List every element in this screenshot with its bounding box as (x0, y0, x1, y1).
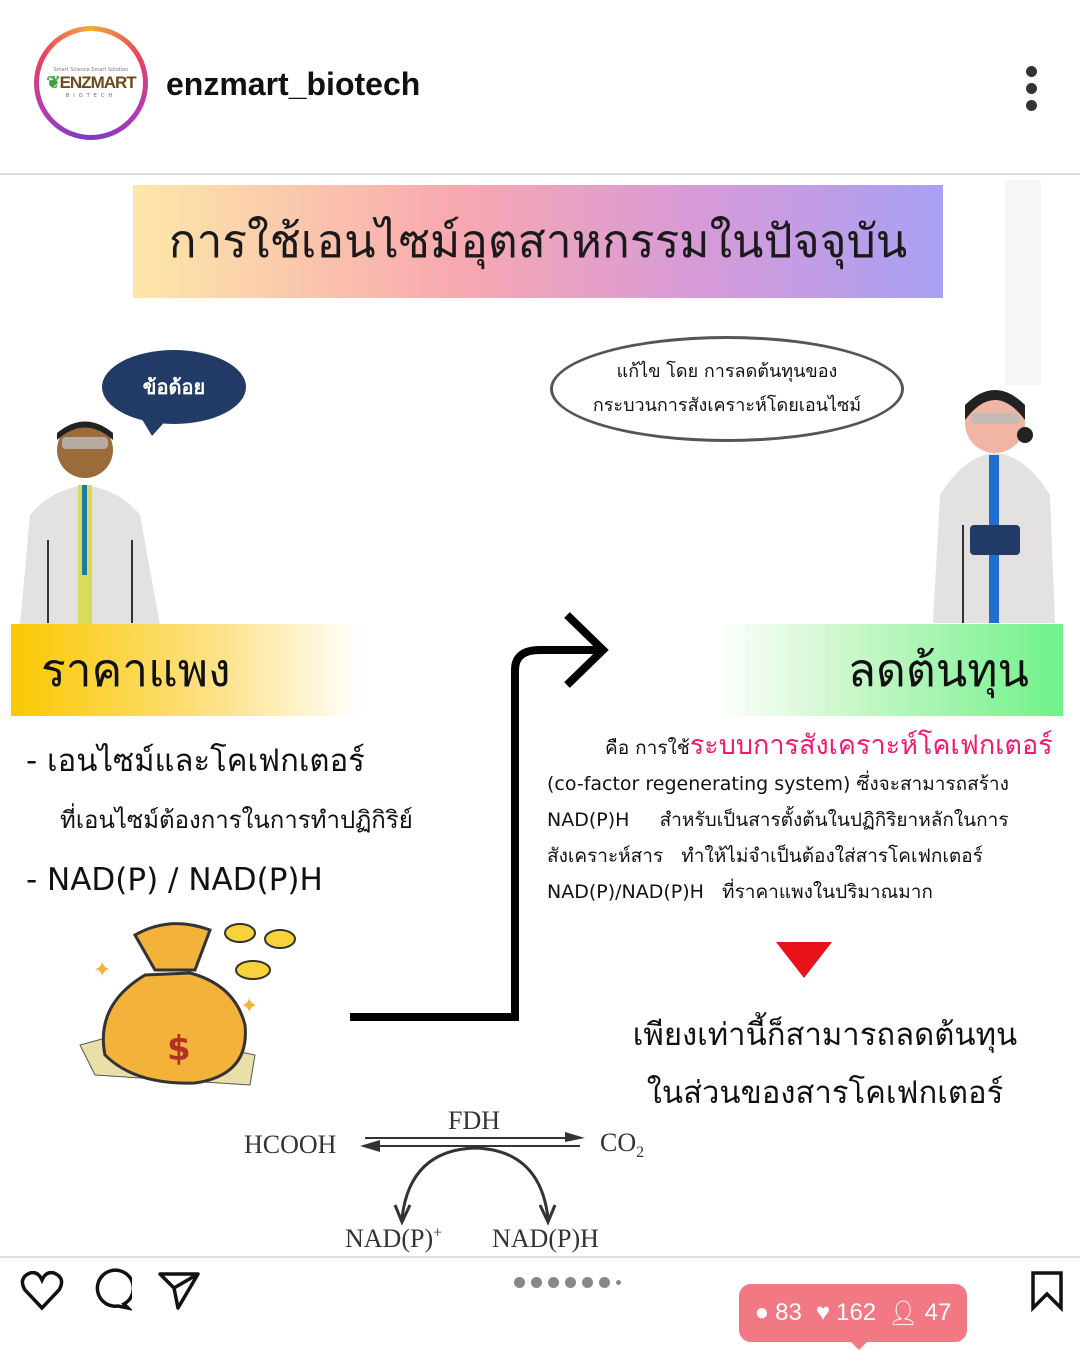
carousel-indicator (514, 1277, 621, 1288)
band-title: ลดต้นทุน (847, 642, 1029, 697)
money-bag-illustration: $ ✦ ✦ (79, 922, 296, 1086)
divider (0, 1256, 1080, 1258)
like-count: 162 (836, 1299, 877, 1326)
comment-count-icon: ● (754, 1299, 770, 1326)
conclusion-line: ในส่วนของสารโคเฟกเตอร์ (646, 1075, 1004, 1111)
like-count-icon: ♥ (815, 1299, 831, 1326)
bubble-line: กระบวนการสังเคราะห์โดยเอนไซม์ (592, 395, 862, 416)
cofactor-out-label: NAD(P)H (492, 1224, 599, 1253)
logo-text: ❦ENZMART (46, 73, 136, 92)
like-heart-icon[interactable] (20, 1268, 64, 1312)
flow-arrow (350, 612, 609, 1021)
logo-tagline: Smart Science Smart Solution (53, 67, 129, 73)
description-line: NAD(P)H สำหรับเป็นสารตั้งต้นในปฏิกิริยาห… (547, 809, 1009, 831)
svg-text:✦: ✦ (93, 958, 111, 983)
bookmark-icon[interactable] (1030, 1270, 1064, 1312)
reaction-arrows (360, 1132, 585, 1226)
post-title: การใช้เอนไซม์อุตสาหกรรมในปัจจุบัน (168, 214, 908, 268)
logo: Smart Science Smart Solution ❦ENZMART BI… (39, 31, 143, 135)
carousel-dot[interactable] (582, 1277, 593, 1288)
description-line: (co-factor regenerating system) ซึ่งจะสา… (547, 773, 1009, 795)
post-header: Smart Science Smart Solution ❦ENZMART BI… (0, 0, 1080, 175)
title-banner: การใช้เอนไซม์อุตสาหกรรมในปัจจุบัน (133, 185, 943, 298)
follower-count: 47 (924, 1299, 952, 1326)
conclusion-text: เพียงเท่านี้ก็สามารถลดต้นทุน ในส่วนของสา… (585, 1006, 1065, 1122)
male-scientist-illustration (20, 421, 160, 625)
bullet-sub-text: ที่เอนไซม์ต้องการในการทำปฏิกิริย์ (60, 806, 413, 834)
conclusion-line: เพียงเท่านี้ก็สามารถลดต้นทุน (632, 1017, 1018, 1053)
bullet-nadph: - NAD(P) / NAD(P)H (26, 862, 323, 898)
solution-description: คือ การใช้ระบบการสังเคราะห์โคเฟกเตอร์ (c… (547, 728, 1077, 910)
description-line: สังเคราะห์สาร ทำให้ไม่จำเป็นต้องใส่สารโค… (547, 845, 983, 867)
description-line: NAD(P)/NAD(P)H ที่ราคาแพงในปริมาณมาก (547, 881, 933, 903)
more-options-icon[interactable] (1026, 66, 1042, 117)
username[interactable]: enzmart_biotech (166, 66, 421, 102)
cost-reduction-band: ลดต้นทุน (715, 624, 1063, 716)
svg-text:✦: ✦ (240, 994, 258, 1019)
enzyme-label: FDH (448, 1106, 501, 1135)
speech-bubble-right: แก้ไข โดย การลดต้นทุนของ กระบวนการสังเคร… (550, 336, 904, 442)
share-send-icon[interactable] (156, 1268, 202, 1312)
comment-count: 83 (775, 1299, 802, 1326)
reaction-diagram: HCOOH FDH CO2 NAD(P)+ NAD(P)H (230, 1100, 670, 1260)
product-label: CO2 (600, 1128, 645, 1162)
speech-bubble-left: ข้อด้อย (102, 350, 246, 436)
band-title: ราคาแพง (41, 642, 231, 697)
carousel-dot[interactable] (514, 1277, 525, 1288)
down-arrow-icon (776, 942, 832, 978)
follower-count-icon: 👤︎ (888, 1299, 919, 1327)
avatar[interactable]: Smart Science Smart Solution ❦ENZMART BI… (34, 26, 148, 140)
substrate-label: HCOOH (244, 1130, 337, 1159)
description-prefix: คือ การใช้ (605, 737, 690, 759)
highlighted-term: ระบบการสังเคราะห์โคเฟกเตอร์ (689, 730, 1053, 761)
bullet-enzyme-cofactor: - เอนไซม์และโคเฟกเตอร์ (26, 743, 365, 779)
expensive-label-band: ราคาแพง (11, 624, 361, 716)
carousel-dot[interactable] (531, 1277, 542, 1288)
activity-stats-badge: ●83 ♥162 👤︎47 (739, 1284, 967, 1350)
comment-icon[interactable] (88, 1268, 132, 1312)
background-shape (1005, 180, 1041, 385)
bubble-line: แก้ไข โดย การลดต้นทุนของ (616, 361, 838, 382)
carousel-dot[interactable] (565, 1277, 576, 1288)
female-scientist-illustration (933, 390, 1055, 623)
carousel-dot[interactable] (616, 1280, 621, 1285)
carousel-dot[interactable] (548, 1277, 559, 1288)
carousel-dot[interactable] (599, 1277, 610, 1288)
cofactor-in-label: NAD(P)+ (345, 1224, 443, 1253)
bubble-text: ข้อด้อย (142, 375, 206, 399)
dollar-sign: $ (167, 1029, 191, 1069)
logo-sub: BIOTECH (65, 93, 117, 99)
